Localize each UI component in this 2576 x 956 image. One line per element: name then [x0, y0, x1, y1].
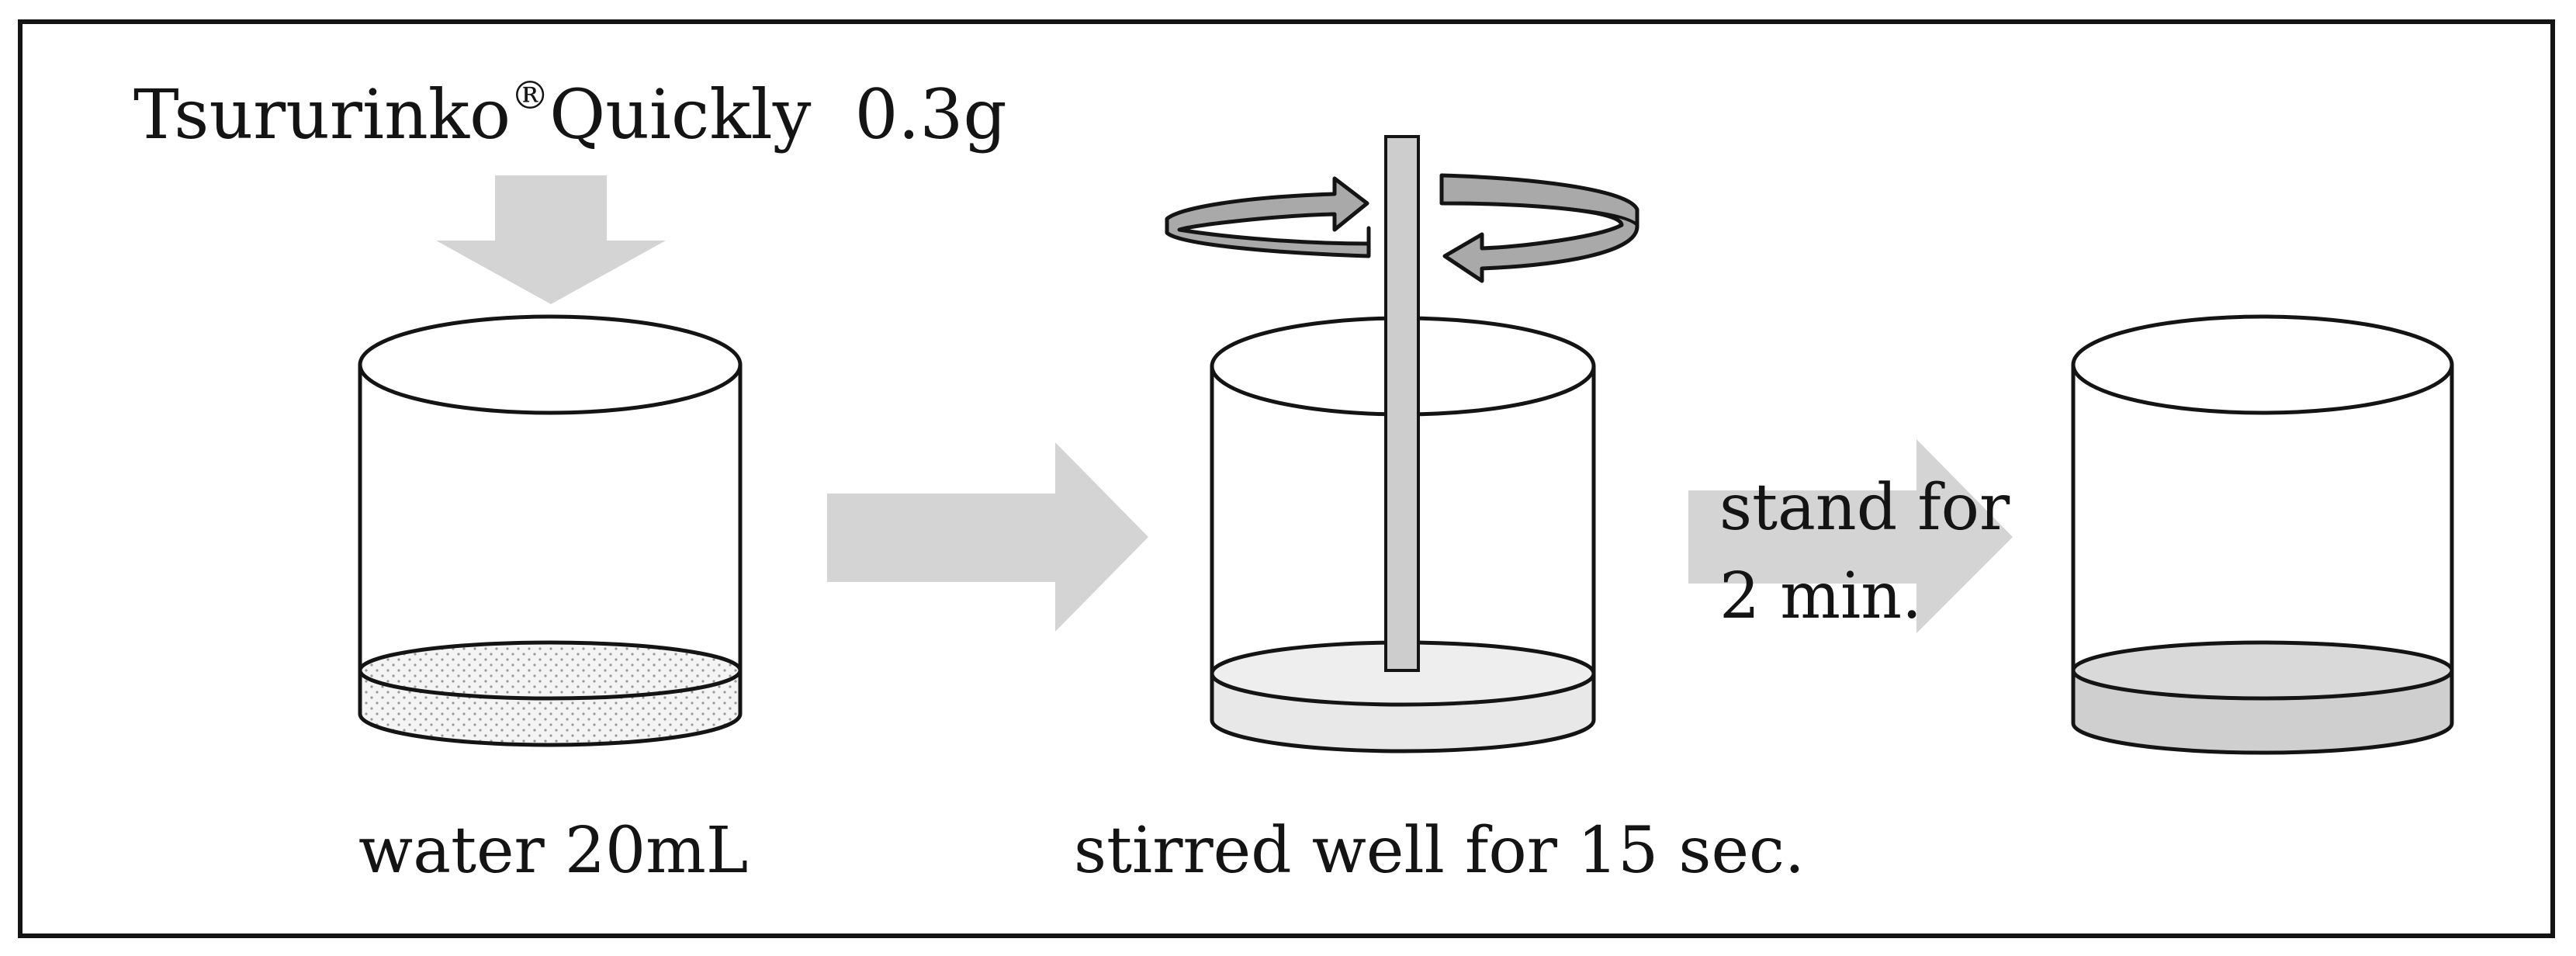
step1-label: water 20mL [358, 814, 749, 888]
water-surface [358, 640, 743, 701]
down-arrow-icon [436, 175, 666, 304]
beaker-water [358, 314, 743, 747]
step2-label: stirred well for 15 sec. [1074, 814, 1805, 888]
step3-label-line1: stand for [1719, 471, 2010, 545]
beaker-rim [358, 314, 743, 415]
figure-frame [18, 19, 2555, 938]
beaker-stirring [1210, 135, 1596, 753]
registered-mark: ® [511, 72, 550, 118]
step3-label: stand for 2 min. [1719, 464, 2010, 641]
right-arrow-icon [827, 442, 1148, 632]
ingredient-label: Tsururinko®Quickly 0.3g [133, 76, 1007, 149]
right-arrow-icon [1688, 439, 2013, 633]
ingredient-name: Tsururinko [133, 74, 511, 154]
settled-surface [2071, 640, 2454, 701]
beaker-rim [2071, 314, 2454, 415]
step3-label-line2: 2 min. [1719, 559, 1923, 633]
rotation-arrows-icon [1165, 173, 1639, 283]
stir-rod [1384, 135, 1420, 672]
ingredient-amount: Quickly 0.3g [549, 74, 1007, 154]
beaker-settled [2071, 314, 2454, 755]
